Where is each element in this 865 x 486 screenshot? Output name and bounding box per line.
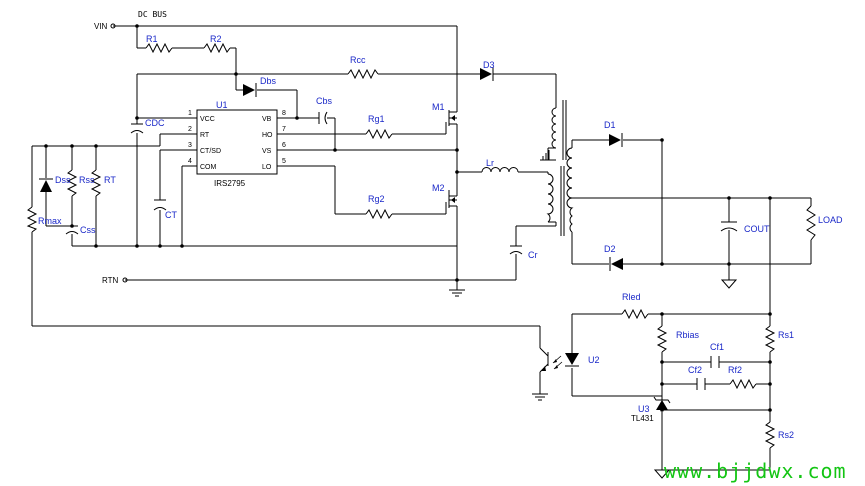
capacitor-css	[65, 225, 79, 235]
resistor-rss	[66, 169, 78, 197]
ic-pin-6-num: 6	[282, 142, 286, 149]
label-r2: R2	[210, 34, 222, 44]
diode-d2	[609, 257, 623, 271]
label-d2: D2	[604, 244, 616, 254]
label-m1: M1	[432, 102, 445, 112]
capacitor-cbs	[318, 111, 328, 125]
diode-dss	[39, 178, 53, 192]
diode-dbs	[243, 83, 257, 97]
label-u2: U2	[588, 355, 600, 365]
label-css: Css	[80, 225, 96, 235]
resistor-rled	[621, 308, 649, 320]
label-tl431: TL431	[631, 414, 654, 423]
label-lr: Lr	[486, 158, 494, 168]
ic-pin-8-num: 8	[282, 110, 286, 117]
capacitor-cr	[509, 245, 523, 255]
label-r1: R1	[146, 34, 158, 44]
resistor-rt	[90, 169, 102, 197]
net-label-dc-bus: DC BUS	[138, 10, 167, 19]
label-cr: Cr	[528, 250, 538, 260]
label-rg1: Rg1	[368, 114, 385, 124]
ic-pin-5-num: 5	[282, 158, 286, 165]
ground-feedback	[653, 469, 770, 479]
label-cout: COUT	[744, 224, 770, 234]
diode-d3	[480, 67, 500, 81]
ic-pin-3-num: 3	[188, 142, 192, 149]
resistor-rs2	[764, 421, 776, 449]
capacitor-cout	[720, 221, 738, 232]
diode-d1	[609, 133, 623, 147]
label-cf1: Cf1	[710, 342, 724, 352]
label-rt: RT	[104, 175, 116, 185]
optocoupler-u2	[539, 347, 579, 373]
resistor-rcc	[347, 68, 379, 80]
label-cdc: CDC	[145, 118, 165, 128]
label-rs1: Rs1	[778, 330, 794, 340]
label-rs2: Rs2	[778, 430, 794, 440]
shunt-reference-u3	[653, 396, 671, 410]
ic-pin-8-name: VB	[262, 116, 272, 123]
ic-pin-4-name: COM	[200, 164, 217, 171]
wiring	[31, 23, 812, 470]
label-dbs: Dbs	[260, 76, 277, 86]
resistor-rs1	[764, 325, 776, 353]
ic-pin-3-name: CT/SD	[200, 148, 221, 155]
transformer-aux	[540, 100, 567, 161]
label-d3: D3	[483, 60, 495, 70]
ic-pin-4-num: 4	[188, 158, 192, 165]
transformer-main	[546, 147, 578, 236]
capacitor-cdc	[130, 123, 144, 134]
ic-pin-6-name: VS	[262, 148, 272, 155]
label-rf2: Rf2	[728, 365, 742, 375]
resistor-rmax	[26, 206, 38, 233]
load-resistor	[806, 205, 816, 241]
ic-pin-5-name: LO	[262, 164, 272, 171]
watermark-text: www.bjjdwx.com	[664, 459, 847, 483]
junction-dots	[44, 24, 772, 412]
ic-pin-1-name: VCC	[200, 116, 215, 123]
ic-ref-label: U1	[216, 100, 228, 110]
ic-part-label: IRS2795	[214, 179, 246, 188]
label-rcc: Rcc	[350, 55, 366, 65]
resistor-r1	[145, 42, 173, 54]
ic-pin-7-name: HO	[262, 132, 273, 139]
label-m2: M2	[432, 183, 445, 193]
ic-pin-2-num: 2	[188, 126, 192, 133]
label-rmax: Rmax	[38, 216, 62, 226]
mosfet-m2	[434, 190, 457, 215]
ic-pin-1-num: 1	[188, 110, 192, 117]
ground-opto	[532, 393, 548, 401]
label-rbias: Rbias	[676, 330, 700, 340]
label-rg2: Rg2	[368, 194, 385, 204]
label-rled: Rled	[622, 292, 641, 302]
label-u3: U3	[638, 404, 650, 414]
resistor-rf2	[729, 378, 757, 390]
label-d1: D1	[604, 120, 616, 130]
resistor-rg2	[365, 208, 393, 220]
label-rss: Rss	[79, 175, 95, 185]
ic-irs2795: U1 IRS2795 VCC RT CT/SD COM LO VS HO VB …	[182, 100, 286, 188]
label-dss: Dss	[55, 175, 71, 185]
label-load: LOAD	[818, 215, 843, 225]
net-label-vin: VIN	[94, 22, 108, 31]
resistor-rg1	[365, 128, 393, 140]
ic-pin-2-name: RT	[200, 132, 210, 139]
ground-secondary	[720, 279, 738, 289]
net-label-rtn: RTN	[102, 276, 119, 285]
resistor-r2	[203, 42, 231, 54]
capacitor-cf2	[696, 378, 706, 390]
capacitor-ct	[153, 199, 167, 211]
label-cbs: Cbs	[316, 96, 333, 106]
resistor-rbias	[656, 325, 668, 353]
ground-primary	[449, 289, 465, 297]
capacitor-cf1	[710, 356, 720, 368]
mosfet-m1	[434, 110, 458, 135]
ic-pin-7-num: 7	[282, 126, 286, 133]
label-ct: CT	[165, 210, 177, 220]
label-cf2: Cf2	[688, 365, 702, 375]
inductor-lr	[481, 167, 519, 173]
